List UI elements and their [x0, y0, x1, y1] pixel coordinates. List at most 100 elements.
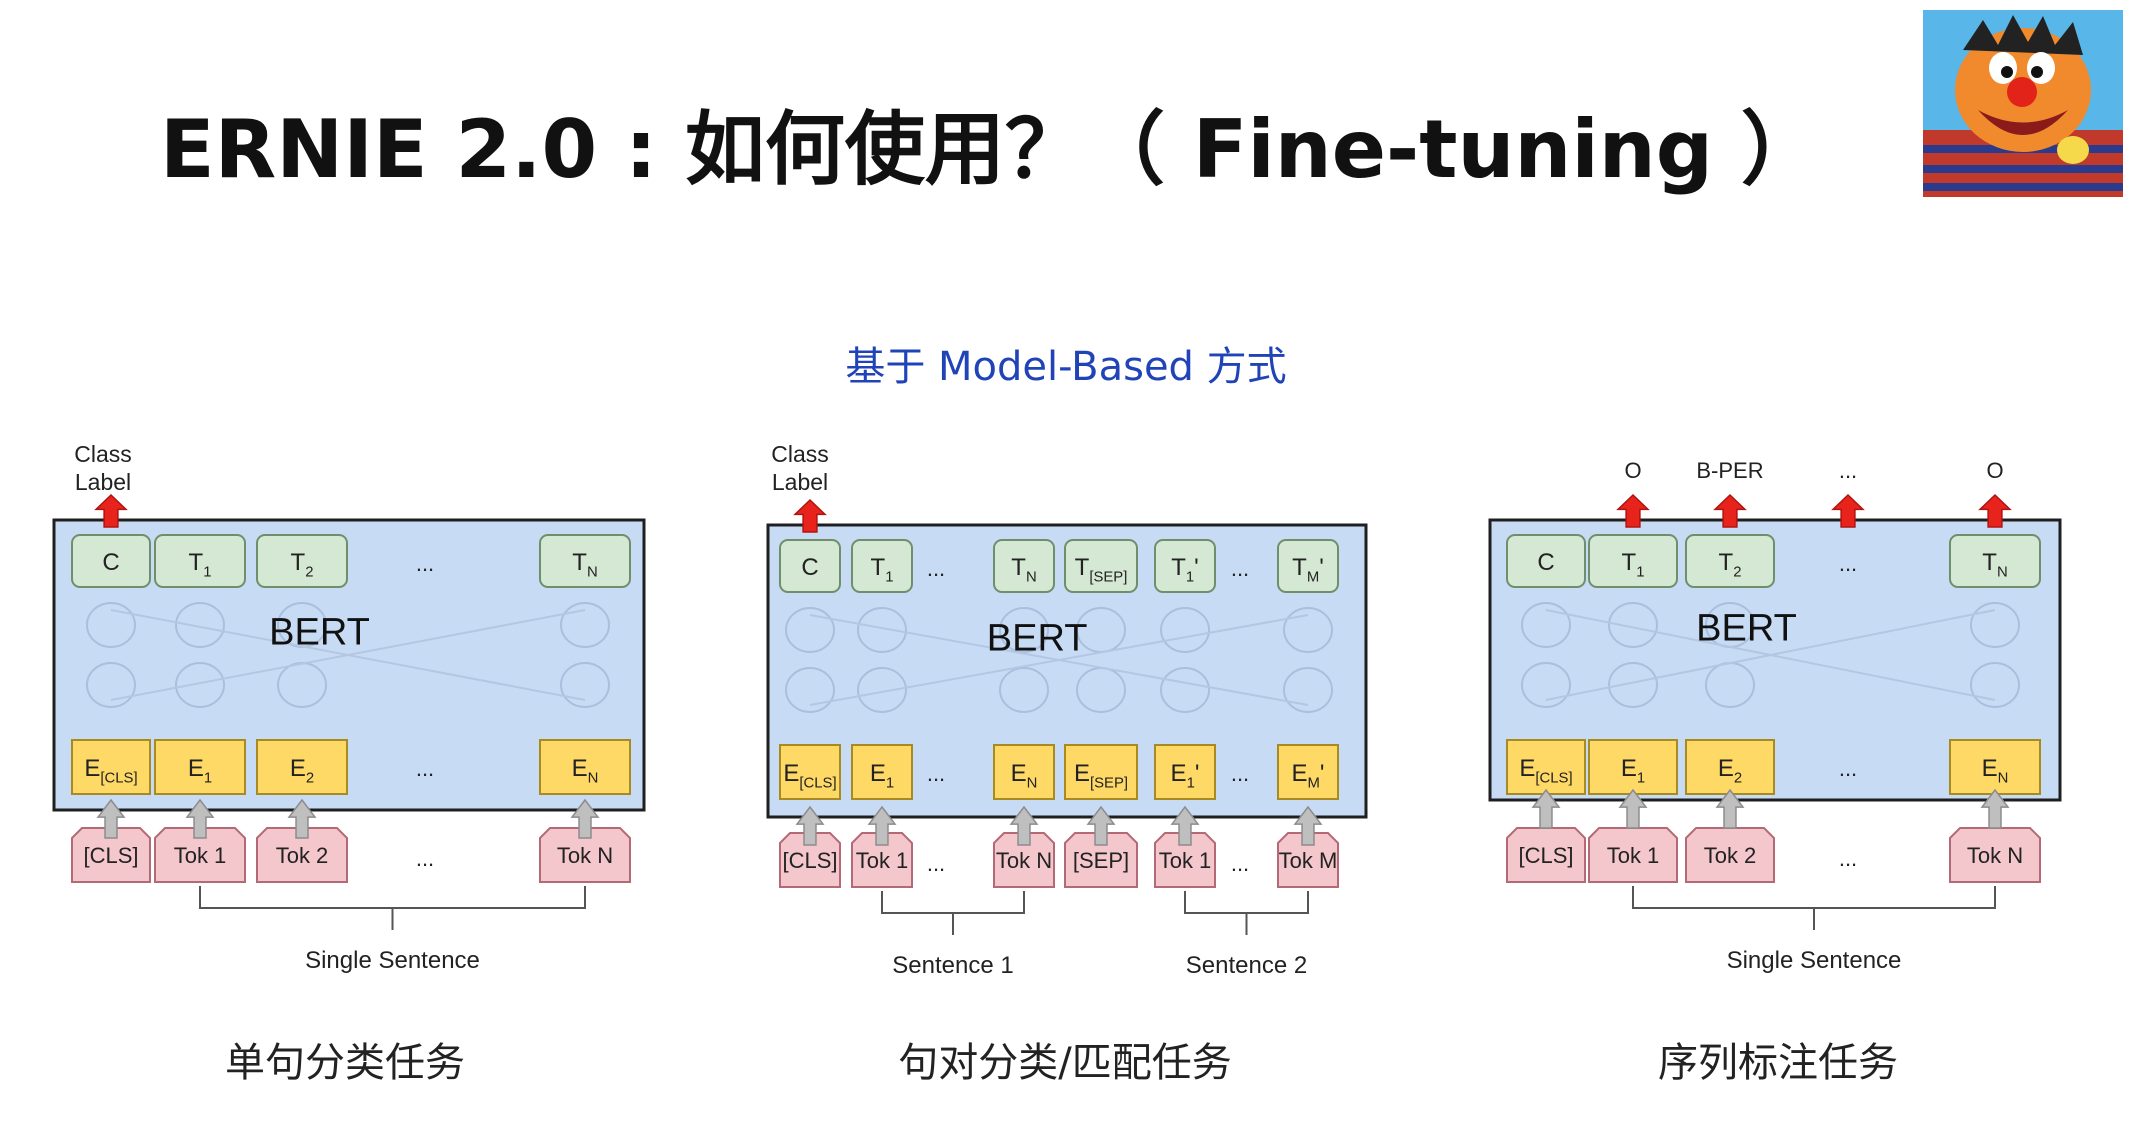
input-token	[1154, 832, 1216, 888]
network-node	[1608, 602, 1658, 648]
input-token	[1064, 832, 1138, 888]
embedding-token-label: E1'	[1171, 760, 1200, 792]
network-node	[1608, 662, 1658, 708]
ellipsis: ...	[416, 846, 434, 871]
embedding-token-label: EN	[1982, 755, 2009, 787]
ellipsis: ...	[1839, 756, 1857, 781]
network-node	[1283, 667, 1333, 713]
segment-label: Single Sentence	[1727, 947, 1902, 974]
embedding-token-label: E1	[870, 760, 894, 792]
network-node	[1160, 607, 1210, 653]
input-token	[539, 827, 631, 883]
network-node	[1521, 662, 1571, 708]
caption-single-sentence-classification: 单句分类任务	[225, 1040, 465, 1086]
input-token	[1588, 827, 1678, 883]
segment-bracket	[1632, 886, 1996, 909]
network-node	[1160, 667, 1210, 713]
ellipsis: ...	[927, 851, 945, 876]
embedding-token-label: E1	[1621, 755, 1645, 787]
input-token-label: Tok N	[996, 848, 1052, 873]
ellipsis: ...	[927, 556, 945, 581]
segment-label: Single Sentence	[305, 947, 480, 974]
output-token	[1277, 539, 1339, 593]
output-token	[779, 539, 841, 593]
ellipsis: ...	[1839, 846, 1857, 871]
bert-label: BERT	[987, 618, 1088, 660]
input-token-label: Tok N	[1967, 843, 2023, 868]
output-token	[71, 534, 151, 588]
network-node	[175, 602, 225, 648]
embedding-token-label: E[CLS]	[84, 755, 137, 787]
output-token-label: T1'	[1171, 554, 1199, 586]
network-node	[86, 662, 136, 708]
segment-label: Sentence 2	[1186, 952, 1307, 979]
embedding-token	[1685, 739, 1775, 795]
network-edge	[110, 609, 586, 701]
grey-up-arrow	[1086, 805, 1116, 846]
output-token-label: T2	[1719, 549, 1742, 581]
output-token	[1685, 534, 1775, 588]
input-token-label: Tok 1	[856, 848, 909, 873]
class-label-text: Label	[75, 469, 131, 495]
network-node	[560, 662, 610, 708]
grey-up-arrow	[1293, 805, 1323, 846]
input-token	[1685, 827, 1775, 883]
slide-title: ERNIE 2.0 : 如何使用？（ Fine-tuning ）	[160, 103, 1821, 196]
input-token	[154, 827, 246, 883]
network-node	[1521, 602, 1571, 648]
network-node	[857, 607, 907, 653]
red-output-arrow	[1616, 493, 1650, 528]
class-label-text: Class	[771, 441, 829, 467]
grey-up-arrow	[1618, 788, 1648, 829]
output-token-label: T[SEP]	[1075, 554, 1128, 586]
network-node	[857, 667, 907, 713]
ellipsis: ...	[416, 756, 434, 781]
ellipsis: ...	[927, 761, 945, 786]
embedding-token	[539, 739, 631, 795]
input-token	[256, 827, 348, 883]
output-token-label: TM'	[1292, 554, 1324, 586]
red-output-arrow	[793, 498, 827, 533]
embedding-token-label: E2	[1718, 755, 1742, 787]
grey-up-arrow	[1980, 788, 2010, 829]
segment-bracket	[881, 891, 1025, 914]
output-token	[993, 539, 1055, 593]
input-token-label: Tok 1	[174, 843, 227, 868]
ellipsis: ...	[1839, 551, 1857, 576]
output-token	[256, 534, 348, 588]
input-token-label: Tok 2	[276, 843, 329, 868]
segment-bracket	[199, 886, 586, 909]
embedding-token	[71, 739, 151, 795]
network-node	[1970, 662, 2020, 708]
network-edge	[1545, 609, 1996, 701]
embedding-token	[993, 744, 1055, 800]
tag-label: ...	[1839, 458, 1857, 483]
red-output-arrow	[94, 493, 128, 528]
embedding-token	[851, 744, 913, 800]
ellipsis: ...	[1231, 761, 1249, 786]
output-token-label: TN	[572, 549, 597, 581]
network-node	[175, 662, 225, 708]
network-edge	[809, 614, 1309, 706]
network-node	[999, 667, 1049, 713]
network-node	[560, 602, 610, 648]
embedding-token	[154, 739, 246, 795]
grey-up-arrow	[1531, 788, 1561, 829]
network-node	[785, 607, 835, 653]
embedding-token-label: EM'	[1291, 760, 1324, 792]
ellipsis: ...	[416, 551, 434, 576]
tag-label: O	[1986, 458, 2003, 483]
input-token-label: [SEP]	[1073, 848, 1129, 873]
input-token	[851, 832, 913, 888]
input-token-label: Tok M	[1279, 848, 1338, 873]
embedding-token	[256, 739, 348, 795]
class-label-text: Label	[772, 469, 828, 495]
grey-up-arrow	[867, 805, 897, 846]
input-token	[1949, 827, 2041, 883]
input-token-label: [CLS]	[83, 843, 138, 868]
grey-up-arrow	[1715, 788, 1745, 829]
